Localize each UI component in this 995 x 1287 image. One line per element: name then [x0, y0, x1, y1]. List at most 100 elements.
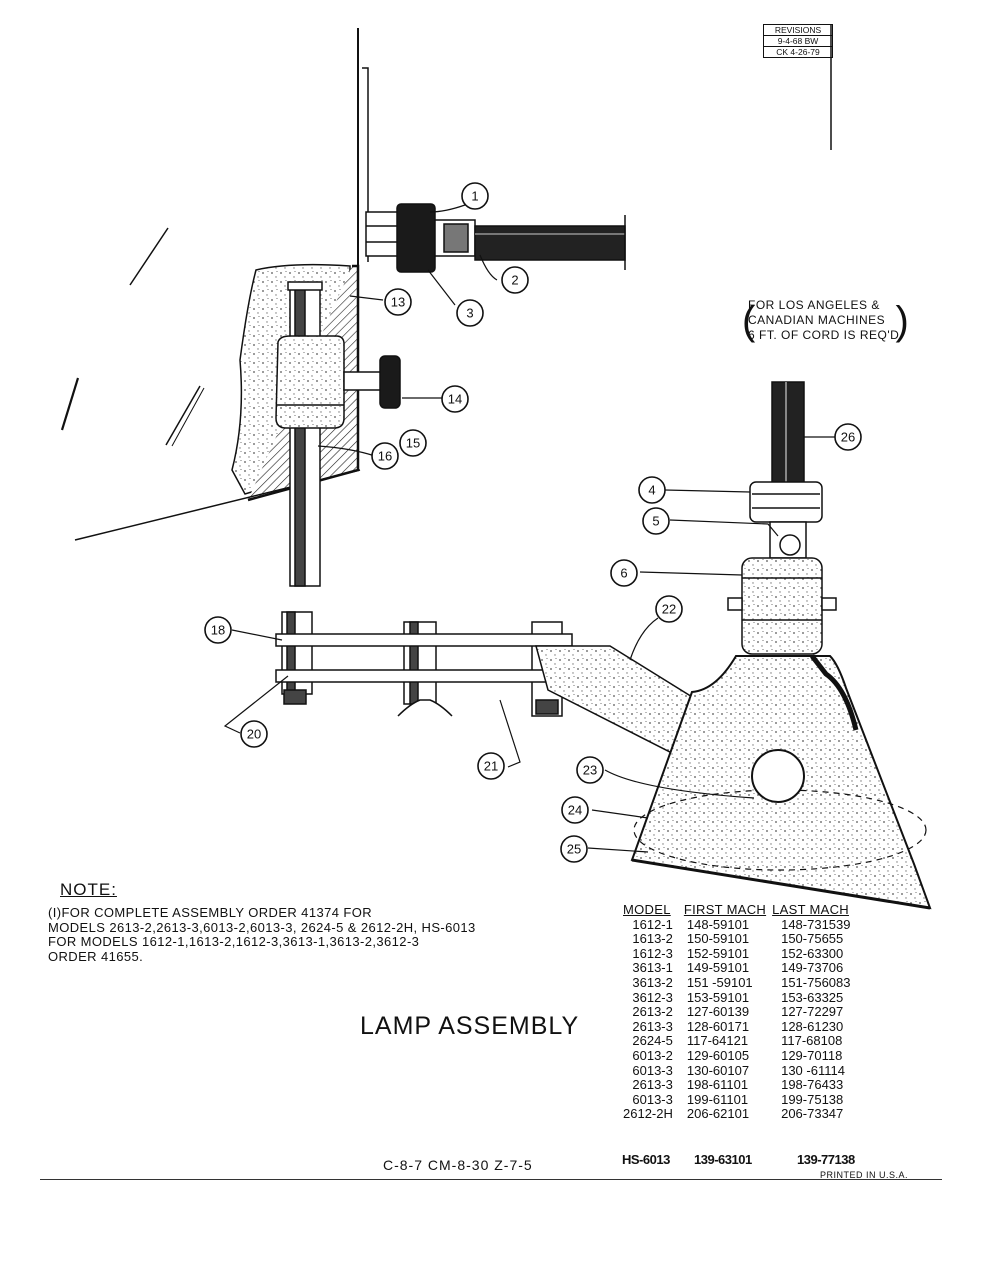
- revisions-line-2: CK 4-26-79: [776, 47, 820, 57]
- table-row: 1612-1 148-59101 148-731539: [620, 916, 854, 933]
- cell-model: 1612-1: [632, 916, 673, 932]
- revisions-header: REVISIONS: [764, 25, 832, 36]
- note-line-1: (I)FOR COMPLETE ASSEMBLY ORDER 41374 FOR: [48, 905, 372, 920]
- cell-model: 6013-3: [632, 1062, 673, 1078]
- cell-first-mach: 199-61101: [686, 1091, 749, 1107]
- cell-model: 2612-2H: [623, 1106, 673, 1122]
- callout-number: 13: [391, 295, 405, 310]
- header-first-mach: FIRST MACH: [683, 902, 767, 917]
- extra-row-last: 139-77138: [797, 1152, 855, 1167]
- paren-right: ): [895, 299, 910, 343]
- table-row: 2613-3 198-61101 198-76433: [620, 1078, 854, 1093]
- cell-last-mach: 151-756083: [781, 974, 851, 990]
- callout-circle: [441, 385, 469, 413]
- cell-last-mach: 130 -61114: [781, 1062, 845, 1078]
- callout-circle: [477, 752, 505, 780]
- extra-row-first: 139-63101: [694, 1152, 752, 1167]
- bottom-rule: [40, 1179, 942, 1180]
- callout-number: 20: [247, 727, 261, 742]
- callout-circle: [240, 720, 268, 748]
- callout-circle: [501, 266, 529, 294]
- cell-first-mach: 129-60105: [686, 1047, 750, 1063]
- note-line-2: MODELS 2613-2,2613-3,6013-2,6013-3, 2624…: [48, 919, 476, 935]
- callout-circle: [371, 442, 399, 470]
- cell-model: 3613-1: [632, 960, 673, 976]
- callout-circle: [561, 796, 589, 824]
- cord-note-line-2: CANADIAN MACHINES: [748, 313, 886, 327]
- note-line-3: FOR MODELS 1612-1,1613-2,1612-3,3613-1,3…: [48, 934, 420, 949]
- callout-number: 14: [448, 392, 462, 407]
- cell-last-mach: 148-731539: [781, 916, 851, 932]
- cell-last-mach: 128-61230: [781, 1018, 844, 1034]
- revisions-line-1: 9-4-68 BW: [764, 36, 832, 47]
- callout-circle: [834, 423, 862, 451]
- callout-number: 22: [662, 602, 676, 617]
- cord-connector: [365, 203, 626, 273]
- cell-first-mach: 150-59101: [686, 931, 750, 947]
- callout-circle: [456, 299, 484, 327]
- cell-last-mach: 129-70118: [781, 1047, 843, 1063]
- cell-first-mach: 151 -59101: [686, 974, 753, 990]
- cell-first-mach: 206-62101: [686, 1106, 750, 1122]
- table-row: 3613-2 151 -59101 151-756083: [620, 974, 854, 991]
- revisions-box: REVISIONS 9-4-68 BW CK 4-26-79: [763, 24, 833, 58]
- table-row: 1612-3 152-59101 152-63300: [620, 945, 854, 962]
- callout-number: 16: [378, 449, 392, 464]
- cell-model: 1612-3: [632, 945, 673, 961]
- cell-last-mach: 198-76433: [781, 1077, 844, 1093]
- cell-first-mach: 130-60107: [686, 1062, 750, 1078]
- cell-last-mach: 149-73706: [781, 960, 844, 976]
- cell-model: 6013-2: [632, 1047, 673, 1063]
- callout-number: 21: [484, 759, 498, 774]
- cell-model: 2613-3: [632, 1077, 673, 1093]
- cord-note-line-1: FOR LOS ANGELES &: [748, 298, 880, 312]
- callout-circle: [642, 507, 670, 535]
- extra-row-model: HS-6013: [622, 1152, 670, 1167]
- cell-model: 3613-2: [632, 974, 673, 990]
- model-serial-table: MODEL FIRST MACH LAST MACH 1612-1 148-591…: [620, 902, 854, 1122]
- callout-number: 25: [567, 842, 581, 857]
- callout-circle: [384, 288, 412, 316]
- cell-first-mach: 127-60139: [686, 1004, 750, 1020]
- cell-last-mach: 127-72297: [781, 1004, 844, 1020]
- drawing-title: LAMP ASSEMBLY: [360, 1012, 580, 1040]
- cell-model: 2624-5: [632, 1033, 673, 1049]
- cord-note-line-3: 6 FT. OF CORD IS REQ'D: [748, 328, 900, 342]
- callout-number: 6: [620, 566, 627, 581]
- socket-stack: [727, 381, 837, 655]
- callout-number: 3: [466, 306, 473, 321]
- cell-last-mach: 150-75655: [781, 931, 844, 947]
- drawing-codes: C-8-7 CM-8-30 Z-7-5: [383, 1157, 533, 1173]
- callout-circle: [655, 595, 683, 623]
- cell-first-mach: 148-59101: [686, 916, 750, 932]
- table-header-row: MODEL FIRST MACH LAST MACH: [620, 902, 854, 918]
- callout-number: 18: [211, 623, 225, 638]
- header-model: MODEL: [623, 902, 671, 917]
- cell-first-mach: 152-59101: [686, 945, 750, 961]
- callout-number: 24: [568, 803, 582, 818]
- callout-circle: [204, 616, 232, 644]
- callout-number: 2: [511, 273, 518, 288]
- cell-model: 2613-3: [632, 1018, 673, 1034]
- callout-number: 5: [652, 514, 659, 529]
- leader-lines: [223, 204, 835, 853]
- callout-number: 1: [471, 189, 478, 204]
- cell-model: 3612-3: [632, 989, 673, 1005]
- cell-last-mach: 152-63300: [781, 945, 844, 961]
- cell-last-mach: 199-75138: [781, 1091, 844, 1107]
- cell-last-mach: 206-73347: [781, 1106, 844, 1122]
- lamp-shade: [630, 654, 932, 910]
- cell-first-mach: 198-61101: [686, 1077, 749, 1093]
- callout-number: 26: [841, 430, 855, 445]
- note-body: (I)FOR COMPLETE ASSEMBLY ORDER 41374 FOR…: [48, 905, 638, 964]
- callout-circle: [461, 182, 489, 210]
- callout-number: 15: [406, 436, 420, 451]
- note-heading: NOTE:: [60, 880, 117, 899]
